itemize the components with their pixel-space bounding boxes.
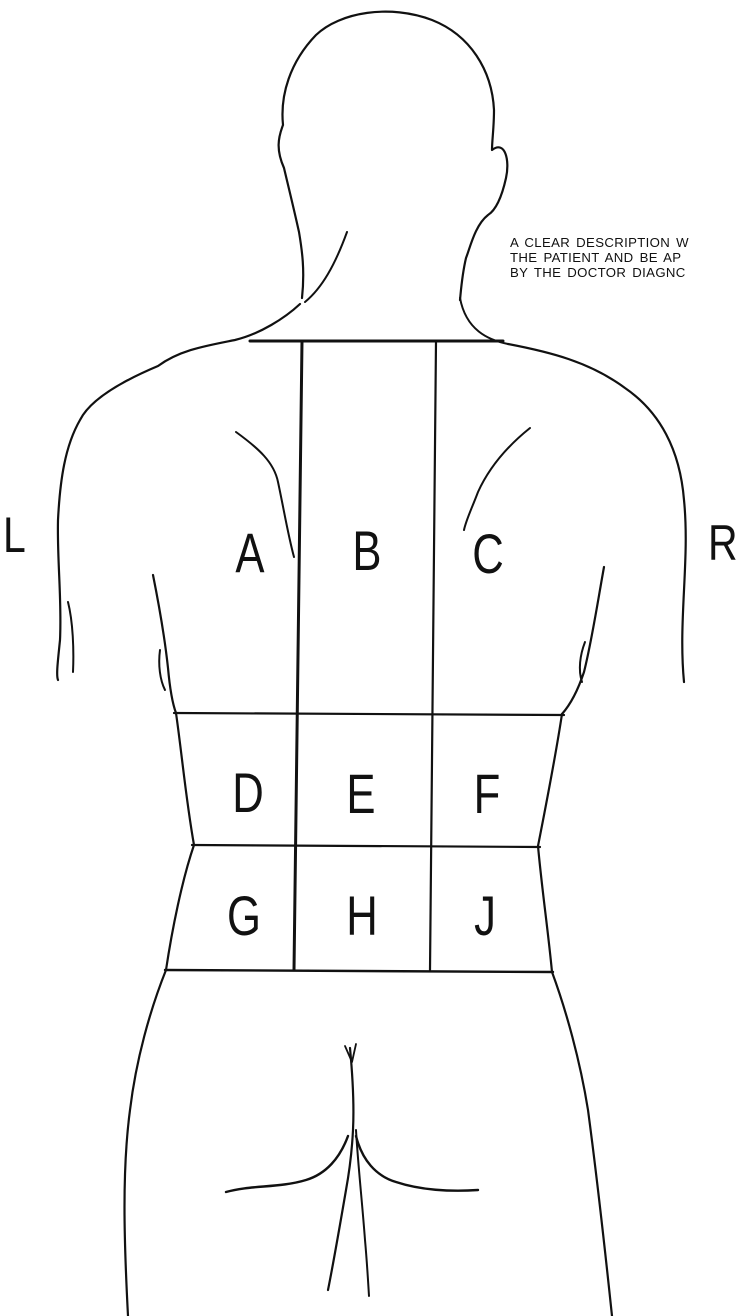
- head-outline: [279, 12, 508, 300]
- neck-left-line: [305, 232, 347, 302]
- grid-row-line-1: [174, 713, 564, 715]
- right-hip-outline: [552, 972, 612, 1316]
- zone-label-d: D: [232, 762, 264, 824]
- left-flank-outline: [153, 575, 176, 713]
- side-label-right: R: [708, 518, 738, 568]
- note-line-1: A CLEAR DESCRIPTION W: [510, 236, 744, 251]
- grid-row-line-2: [192, 845, 540, 847]
- note-line-2: THE PATIENT AND BE AP: [510, 251, 744, 266]
- zone-label-e: E: [346, 763, 375, 825]
- grid-spine-left-line: [294, 341, 302, 970]
- zone-label-c: C: [472, 523, 504, 585]
- left-elbow-mark: [159, 650, 165, 690]
- waist-left-outline: [166, 713, 194, 970]
- neck-right-line: [460, 298, 508, 344]
- zone-label-f: F: [474, 763, 501, 825]
- zone-label-g: G: [227, 885, 261, 947]
- left-shoulder-outline: [57, 304, 300, 680]
- waist-right-outline: [538, 714, 562, 972]
- grid-spine-right-line: [430, 341, 436, 970]
- note-line-3: BY THE DOCTOR DIAGNC: [510, 266, 744, 281]
- right-scapula-line: [464, 428, 530, 530]
- zone-label-j: J: [474, 885, 496, 947]
- right-flank-outline: [562, 567, 604, 714]
- left-gluteal-crease: [226, 1136, 348, 1192]
- right-shoulder-outline: [508, 344, 686, 682]
- gluteal-cleft: [328, 1048, 353, 1290]
- side-label-left: L: [3, 510, 26, 560]
- description-note: A CLEAR DESCRIPTION W THE PATIENT AND BE…: [510, 236, 744, 281]
- zone-label-b: B: [352, 520, 381, 582]
- left-arm-inner-line: [68, 602, 73, 672]
- left-hip-outline: [125, 970, 167, 1316]
- right-gluteal-crease: [356, 1136, 478, 1191]
- zone-label-h: H: [346, 885, 378, 947]
- grid-bottom-line: [165, 970, 553, 972]
- zone-label-a: A: [235, 522, 265, 584]
